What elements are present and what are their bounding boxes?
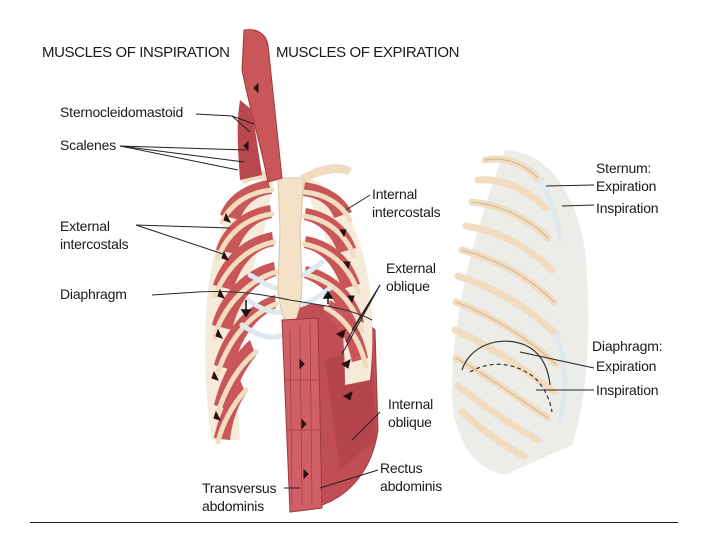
label-sternum-title: Sternum: <box>596 160 652 176</box>
label-transversus-abdominis-line1: Transversus <box>202 480 277 496</box>
side-cartilage <box>537 177 568 423</box>
label-scalenes: Scalenes <box>60 137 116 153</box>
bottom-divider <box>30 522 678 523</box>
label-sternocleidomastoid: Sternocleidomastoid <box>60 104 184 120</box>
label-external-oblique-line1: External <box>386 260 436 276</box>
label-transversus-abdominis-line2: abdominis <box>202 498 265 514</box>
label-external-oblique-line2: oblique <box>386 278 430 294</box>
label-external-intercostals-line2: intercostals <box>60 236 129 252</box>
diaphragm-line <box>197 291 373 321</box>
side-ribcage-view <box>451 150 589 475</box>
label-internal-oblique-line2: oblique <box>388 414 432 430</box>
front-thorax-view <box>197 29 379 513</box>
rectus-abdominis-muscle <box>281 317 323 513</box>
heading-inspiration: MUSCLES OF INSPIRATION <box>42 44 230 61</box>
clavicle-right <box>300 164 352 184</box>
label-internal-oblique-line1: Internal <box>388 396 434 412</box>
label-diaphragm: Diaphragm <box>60 286 127 302</box>
label-rectus-abdominis-line2: abdominis <box>380 478 443 494</box>
label-internal-intercostals-line2: intercostals <box>372 204 441 220</box>
label-rectus-abdominis-line1: Rectus <box>380 460 423 476</box>
label-internal-intercostals-line1: Internal <box>372 186 418 202</box>
rectus-striations <box>284 321 320 506</box>
label-diaphragm-side-inspiration: Inspiration <box>596 382 659 398</box>
label-sternum-expiration: Expiration <box>596 178 657 194</box>
heading-expiration: MUSCLES OF EXPIRATION <box>276 44 460 61</box>
diaphragm-expiration-curve <box>461 340 551 386</box>
label-diaphragm-side-expiration: Expiration <box>596 358 657 374</box>
label-sternum-inspiration: Inspiration <box>596 200 659 216</box>
label-external-intercostals-line1: External <box>60 218 110 234</box>
muscle-action-arrows <box>211 82 355 480</box>
leader-lines <box>119 113 595 489</box>
label-diaphragm-side-title: Diaphragm: <box>592 338 663 354</box>
sternocleidomastoid-muscle <box>241 29 283 183</box>
diaphragm-arrows <box>240 290 334 318</box>
